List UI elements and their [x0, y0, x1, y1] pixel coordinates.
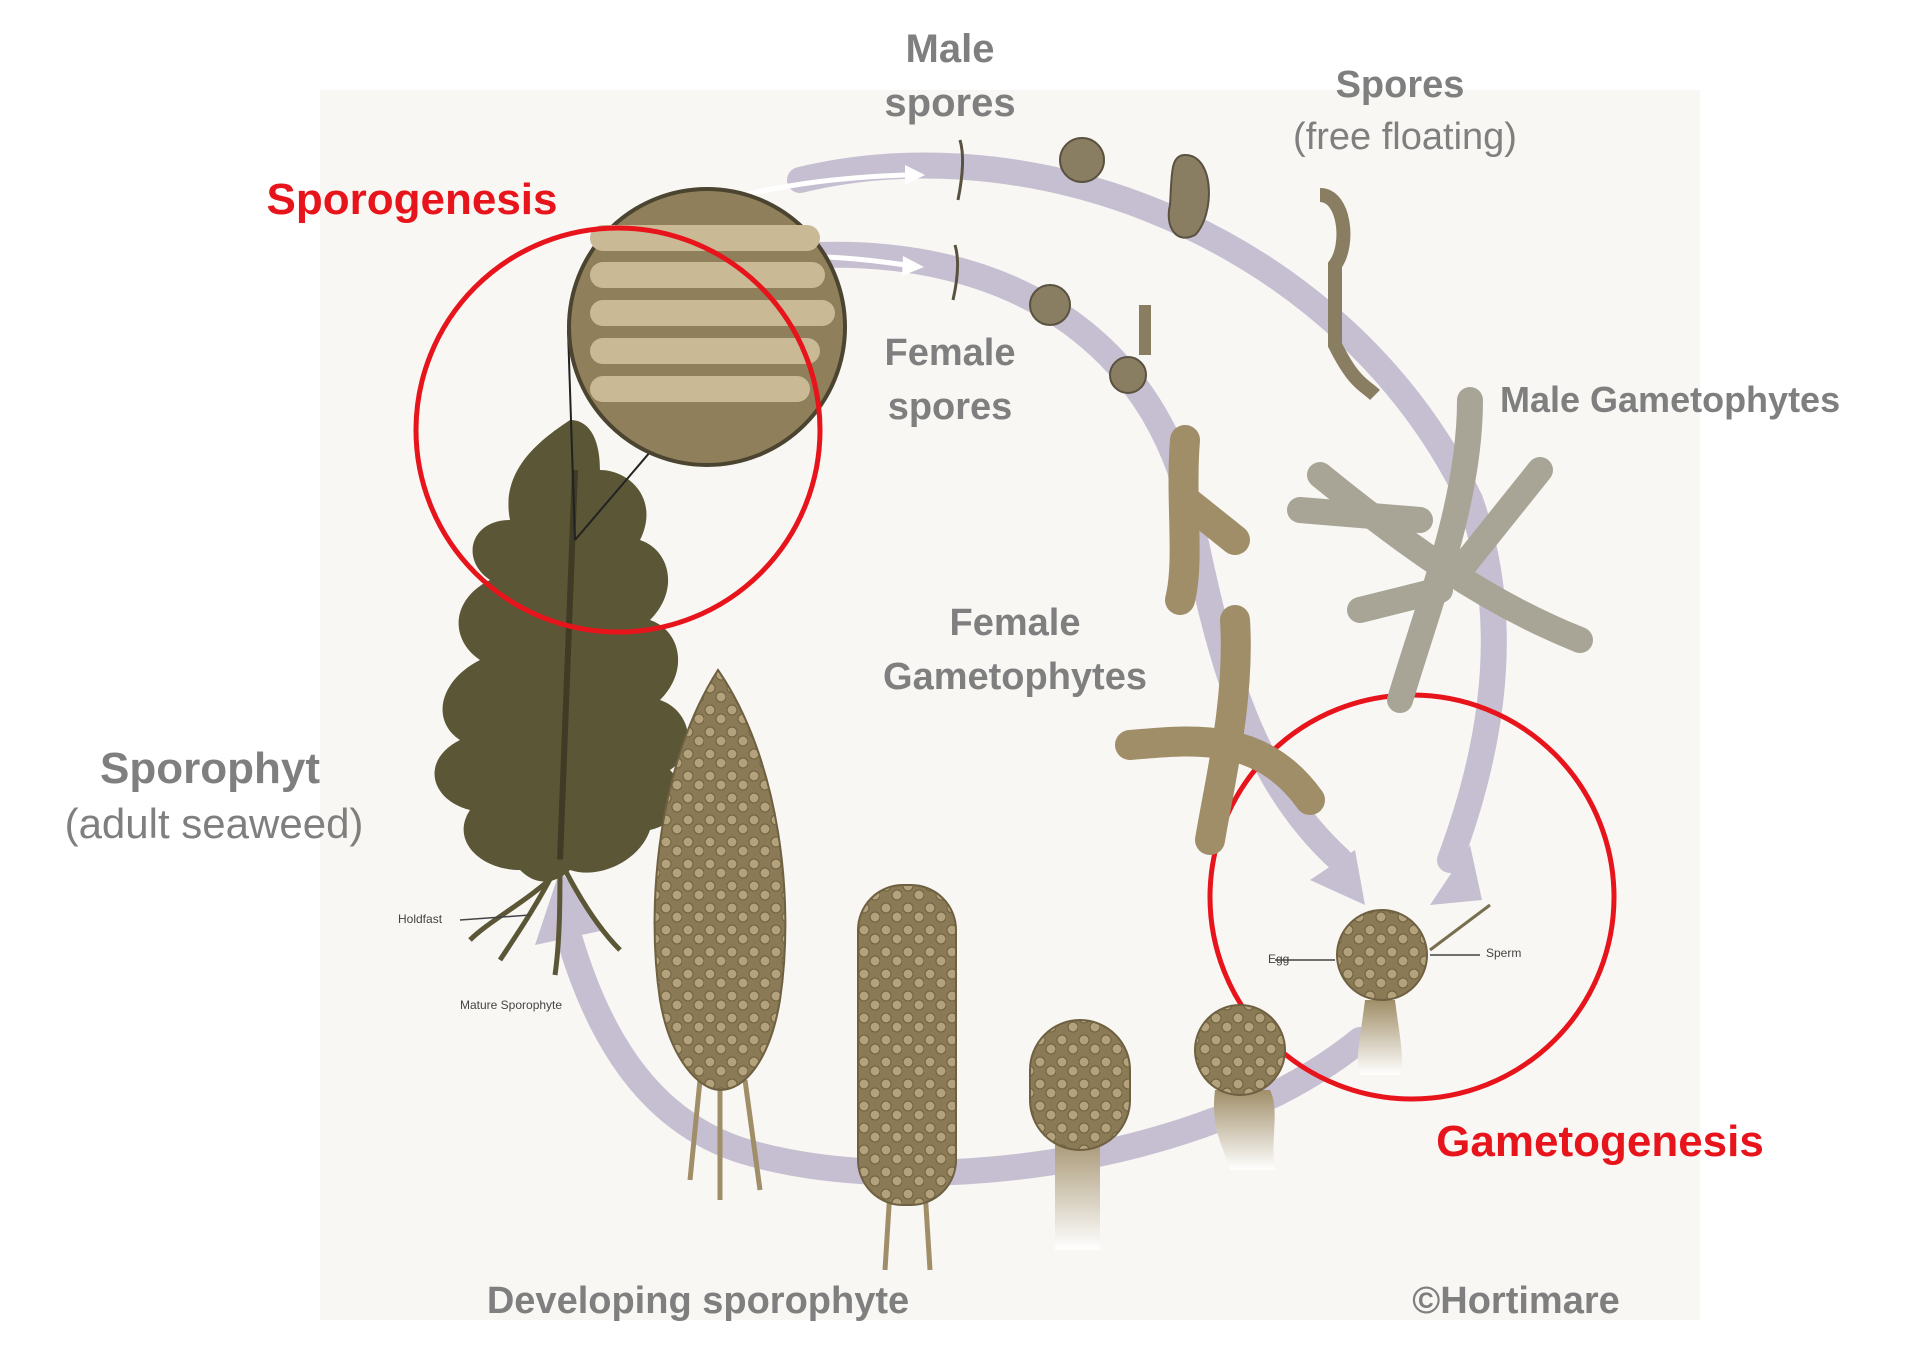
developing-sporophyte-stage-1	[1194, 1004, 1286, 1170]
female-spores-label: Female spores	[870, 326, 1030, 434]
developing-sporophyte-label: Developing sporophyte	[486, 1280, 910, 1322]
spores-sublabel: (free floating)	[1293, 116, 1517, 158]
female-spores-line-1: Female	[884, 332, 1016, 374]
zoom-line-left	[567, 329, 576, 541]
arrowhead-female-spores	[902, 256, 924, 276]
male-gametophytes-label: Male Gametophytes	[1500, 379, 1841, 420]
holdfast-label: Holdfast	[398, 912, 443, 926]
sporogenesis-highlight-circle	[413, 225, 823, 635]
sporogenesis-label: Sporogenesis	[266, 175, 558, 224]
mature-sporophyte-label: Mature Sporophyte	[460, 998, 563, 1012]
female-gametophytes-line-2: Gametophytes	[883, 656, 1147, 698]
male-spores-line-2: spores	[884, 81, 1016, 125]
gametogenesis-label: Gametogenesis	[1436, 1117, 1764, 1166]
arrowhead-male-path	[1430, 845, 1482, 905]
developing-sporophyte-stage-3	[857, 884, 957, 1271]
developing-sporophyte-stage-2	[1029, 1019, 1131, 1250]
sperm-label: Sperm	[1486, 946, 1522, 960]
arrowhead-male-spores	[905, 165, 925, 185]
fertilized-egg	[1275, 903, 1491, 1075]
copyright-label: ©Hortimare	[1412, 1280, 1620, 1322]
female-gametophytes-line-1: Female	[949, 602, 1081, 644]
sporophyt-label: Sporophyt	[100, 744, 320, 793]
developing-sporophyte-stage-4	[653, 668, 787, 1200]
female-gametophytes	[1115, 425, 1325, 855]
arrowhead-to-sporophyte	[535, 870, 605, 945]
male-gametophytes	[1287, 387, 1593, 713]
arrowhead-female-path	[1310, 850, 1365, 905]
mature-sporophyte-kelp	[434, 420, 689, 976]
spores	[951, 137, 1380, 401]
female-spores-line-2: spores	[887, 386, 1013, 428]
egg-label: Egg	[1268, 952, 1290, 966]
sporophyt-sublabel: (adult seaweed)	[64, 800, 364, 847]
sori-zoom-circle	[567, 187, 847, 467]
female-gametophytes-label: Female Gametophytes	[870, 596, 1160, 704]
male-spores-label: Male spores	[880, 22, 1020, 130]
male-spores-line-1: Male	[905, 27, 995, 71]
spores-label: Spores	[1335, 64, 1465, 106]
